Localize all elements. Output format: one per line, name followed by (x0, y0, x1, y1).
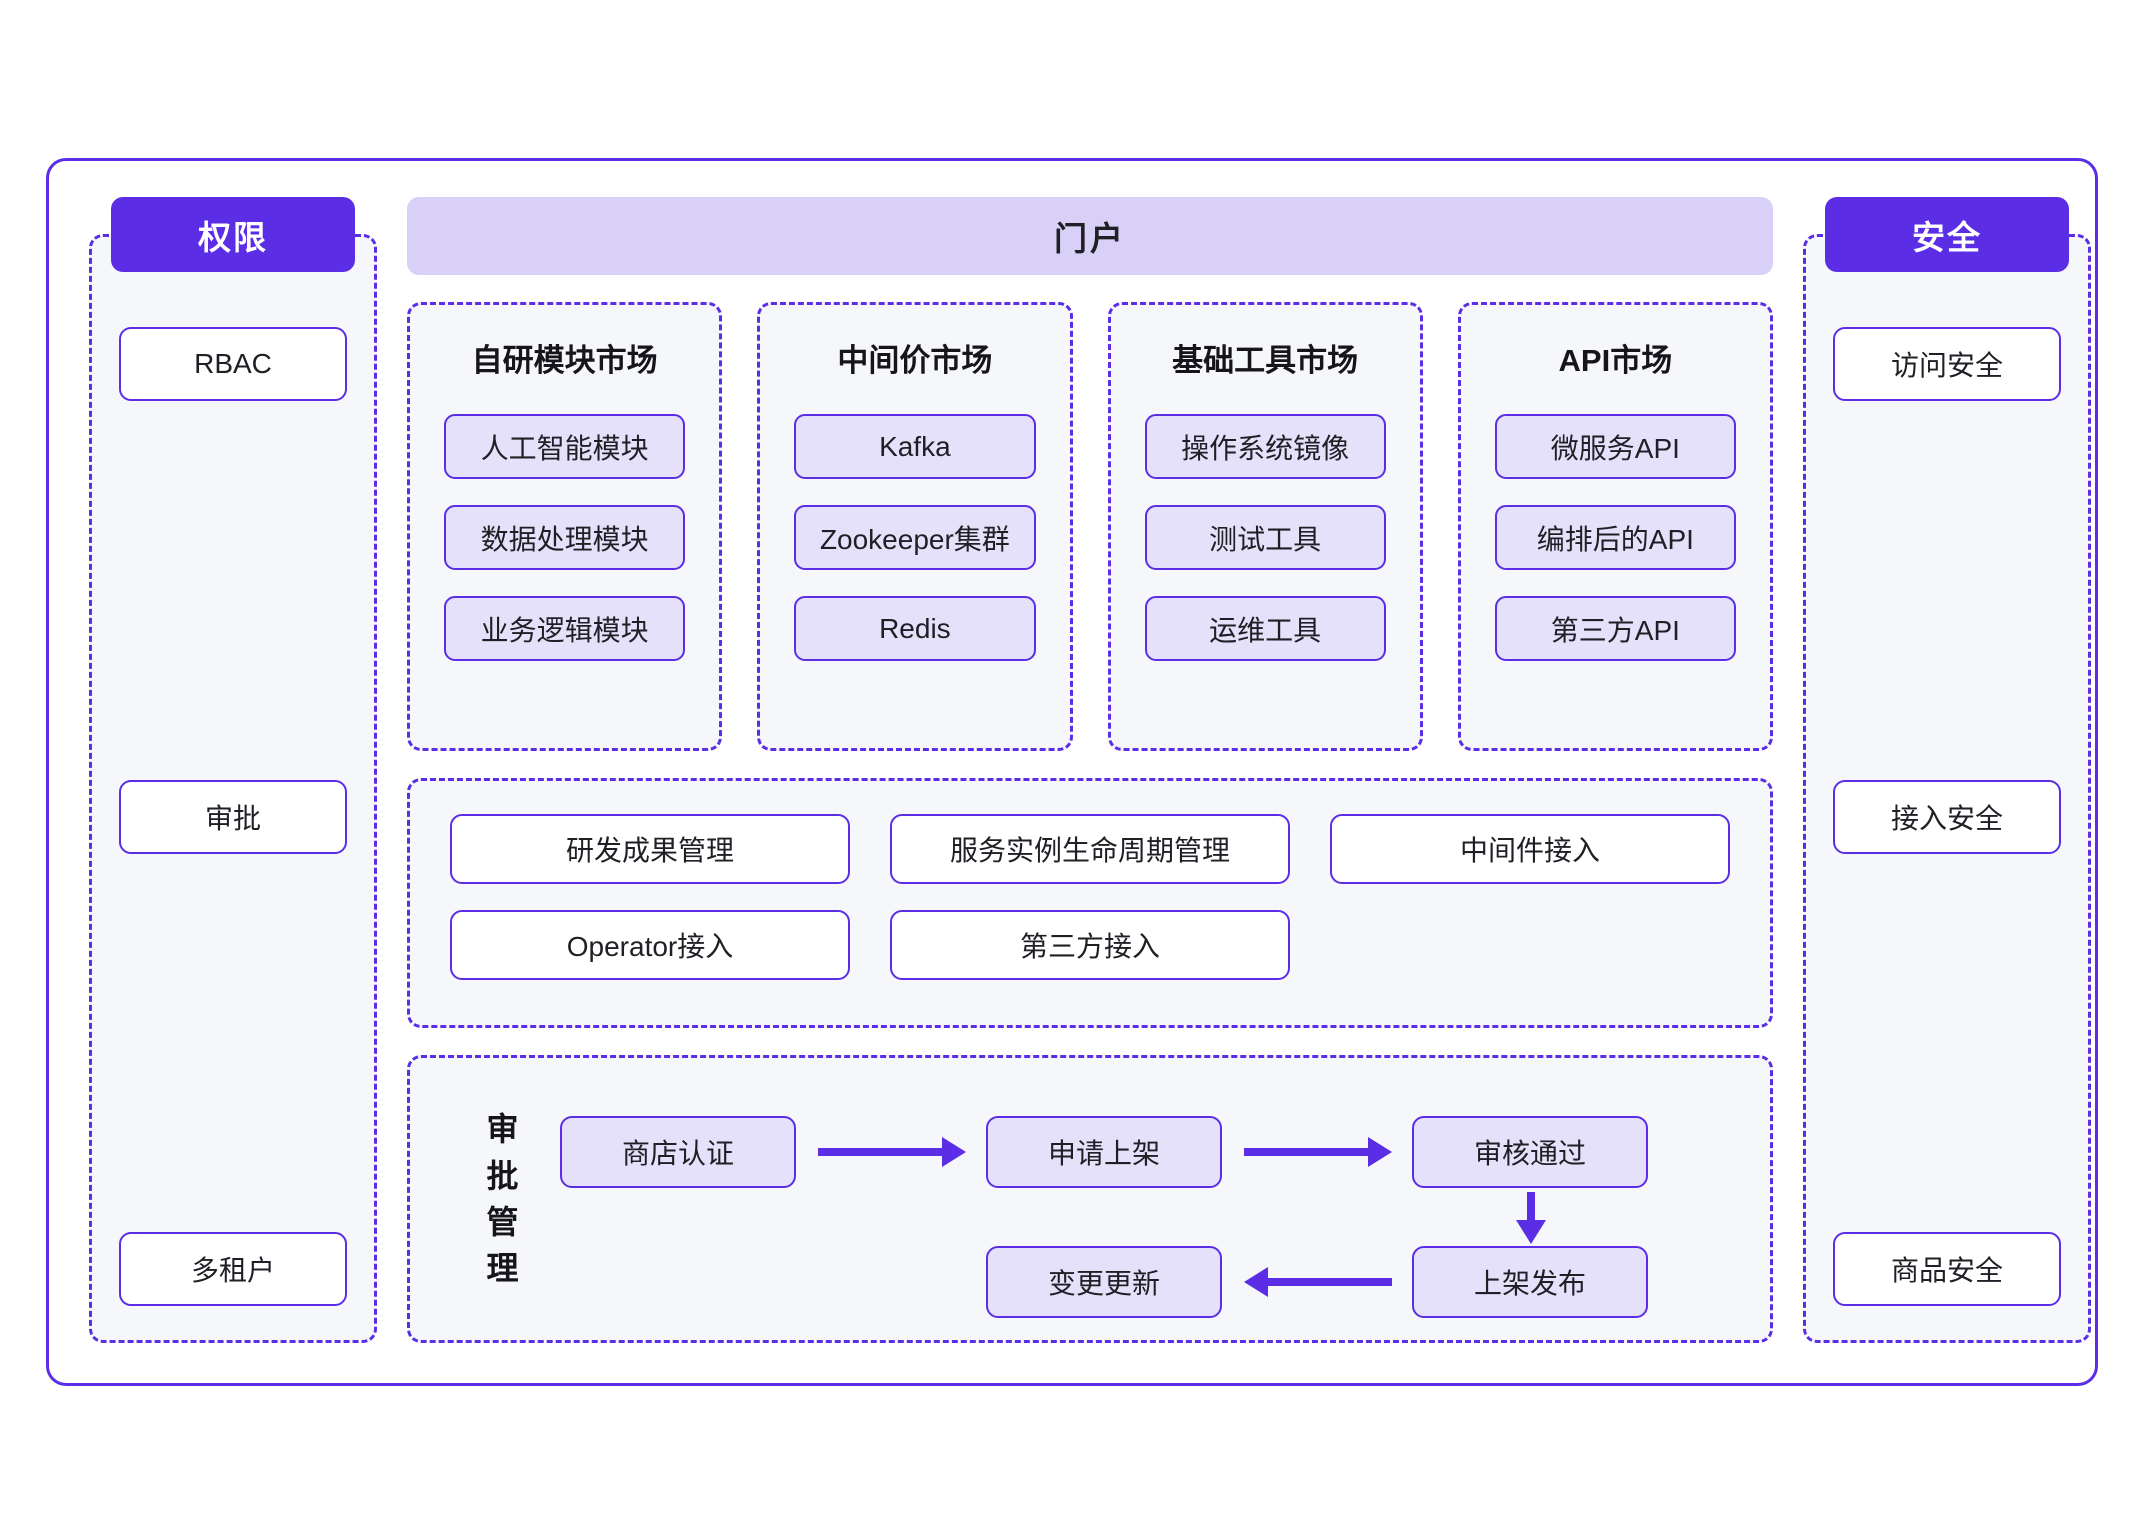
markets-row: 自研模块市场 人工智能模块 数据处理模块 业务逻辑模块 中间价市场 Kafka … (407, 302, 1773, 751)
arrow-shaft (1244, 1148, 1368, 1156)
arrow-right-icon (1244, 1137, 1392, 1167)
market-item[interactable]: 人工智能模块 (444, 414, 686, 479)
approval-management-panel: 审 批 管 理 商店认证 申请上架 审核通过 上架发布 变更更新 (407, 1055, 1773, 1343)
diagram-layout: 权限 RBAC 审批 多租户 门户 自研模块市场 人工智能模块 数据处理模块 业… (49, 161, 2095, 1383)
permission-chip: 权限 (111, 197, 355, 272)
capability-item[interactable]: 服务实例生命周期管理 (890, 814, 1290, 884)
market-title: API市场 (1558, 343, 1673, 378)
market-item[interactable]: 第三方API (1494, 596, 1736, 661)
market-item[interactable]: 运维工具 (1144, 596, 1386, 661)
permission-item-approval[interactable]: 审批 (119, 779, 347, 854)
market-self-developed-modules: 自研模块市场 人工智能模块 数据处理模块 业务逻辑模块 (407, 302, 723, 751)
market-item-list: 操作系统镜像 测试工具 运维工具 (1144, 414, 1386, 661)
approval-label-char: 理 (486, 1250, 520, 1287)
capability-item[interactable]: 研发成果管理 (450, 814, 850, 884)
arrow-shaft (1268, 1278, 1392, 1286)
capability-panel: 研发成果管理 服务实例生命周期管理 中间件接入 Operator接入 第三方接入 (407, 778, 1773, 1028)
approval-flow: 商店认证 申请上架 审核通过 上架发布 变更更新 (560, 1088, 1730, 1318)
arrow-right-icon (818, 1137, 966, 1167)
market-item[interactable]: Kafka (794, 414, 1036, 479)
left-permission-column: 权限 RBAC 审批 多租户 (89, 197, 377, 1343)
flow-node-change-update[interactable]: 变更更新 (986, 1246, 1222, 1318)
market-item[interactable]: 微服务API (1494, 414, 1736, 479)
security-item-product[interactable]: 商品安全 (1833, 1232, 2061, 1306)
flow-node-publish[interactable]: 上架发布 (1412, 1246, 1648, 1318)
arrow-head (942, 1137, 966, 1167)
arrow-head (1368, 1137, 1392, 1167)
permission-item-multitenant[interactable]: 多租户 (119, 1232, 347, 1306)
right-security-column: 安全 访问安全 接入安全 商品安全 (1803, 197, 2091, 1343)
center-stack: 门户 自研模块市场 人工智能模块 数据处理模块 业务逻辑模块 中间价市场 Kaf… (407, 197, 1773, 1343)
flow-node-review-passed[interactable]: 审核通过 (1412, 1116, 1648, 1188)
market-item[interactable]: Zookeeper集群 (794, 505, 1036, 570)
portal-bar: 门户 (407, 197, 1773, 275)
market-item[interactable]: 操作系统镜像 (1144, 414, 1386, 479)
security-item-connection[interactable]: 接入安全 (1833, 779, 2061, 854)
security-panel: 访问安全 接入安全 商品安全 (1803, 234, 2091, 1343)
capability-item[interactable]: Operator接入 (450, 910, 850, 980)
architecture-diagram-frame: 权限 RBAC 审批 多租户 门户 自研模块市场 人工智能模块 数据处理模块 业… (46, 158, 2098, 1386)
arrow-left-icon (1244, 1267, 1392, 1297)
market-basic-tools: 基础工具市场 操作系统镜像 测试工具 运维工具 (1107, 302, 1423, 751)
permission-panel: RBAC 审批 多租户 (89, 234, 377, 1343)
market-item-list: 微服务API 编排后的API 第三方API (1494, 414, 1736, 661)
security-chip: 安全 (1825, 197, 2069, 272)
arrow-head (1516, 1220, 1546, 1244)
arrow-shaft (818, 1148, 942, 1156)
market-item-list: Kafka Zookeeper集群 Redis (794, 414, 1036, 661)
permission-item-rbac[interactable]: RBAC (119, 327, 347, 401)
arrow-head (1244, 1267, 1268, 1297)
market-item-list: 人工智能模块 数据处理模块 业务逻辑模块 (444, 414, 686, 661)
flow-node-apply-listing[interactable]: 申请上架 (986, 1116, 1222, 1188)
capability-item[interactable]: 第三方接入 (890, 910, 1290, 980)
capability-row: 研发成果管理 服务实例生命周期管理 中间件接入 (450, 814, 1730, 884)
capability-item[interactable]: 中间件接入 (1330, 814, 1730, 884)
market-item[interactable]: 测试工具 (1144, 505, 1386, 570)
approval-label-char: 审 (486, 1111, 520, 1148)
market-title: 中间价市场 (837, 343, 993, 378)
approval-label-char: 批 (486, 1157, 520, 1194)
security-item-access[interactable]: 访问安全 (1833, 327, 2061, 401)
capability-row: Operator接入 第三方接入 (450, 910, 1730, 980)
market-item[interactable]: Redis (794, 596, 1036, 661)
approval-label-char: 管 (486, 1204, 520, 1240)
market-middleware: 中间价市场 Kafka Zookeeper集群 Redis (757, 302, 1073, 751)
arrow-shaft (1527, 1192, 1535, 1220)
market-item[interactable]: 数据处理模块 (444, 505, 686, 570)
approval-management-label: 审 批 管 理 (476, 1106, 530, 1292)
market-title: 基础工具市场 (1172, 343, 1359, 378)
market-item[interactable]: 业务逻辑模块 (444, 596, 686, 661)
market-item[interactable]: 编排后的API (1494, 505, 1736, 570)
market-title: 自研模块市场 (471, 343, 658, 378)
arrow-down-icon (1516, 1192, 1546, 1244)
market-api: API市场 微服务API 编排后的API 第三方API (1457, 302, 1773, 751)
flow-node-store-certification[interactable]: 商店认证 (560, 1116, 796, 1188)
